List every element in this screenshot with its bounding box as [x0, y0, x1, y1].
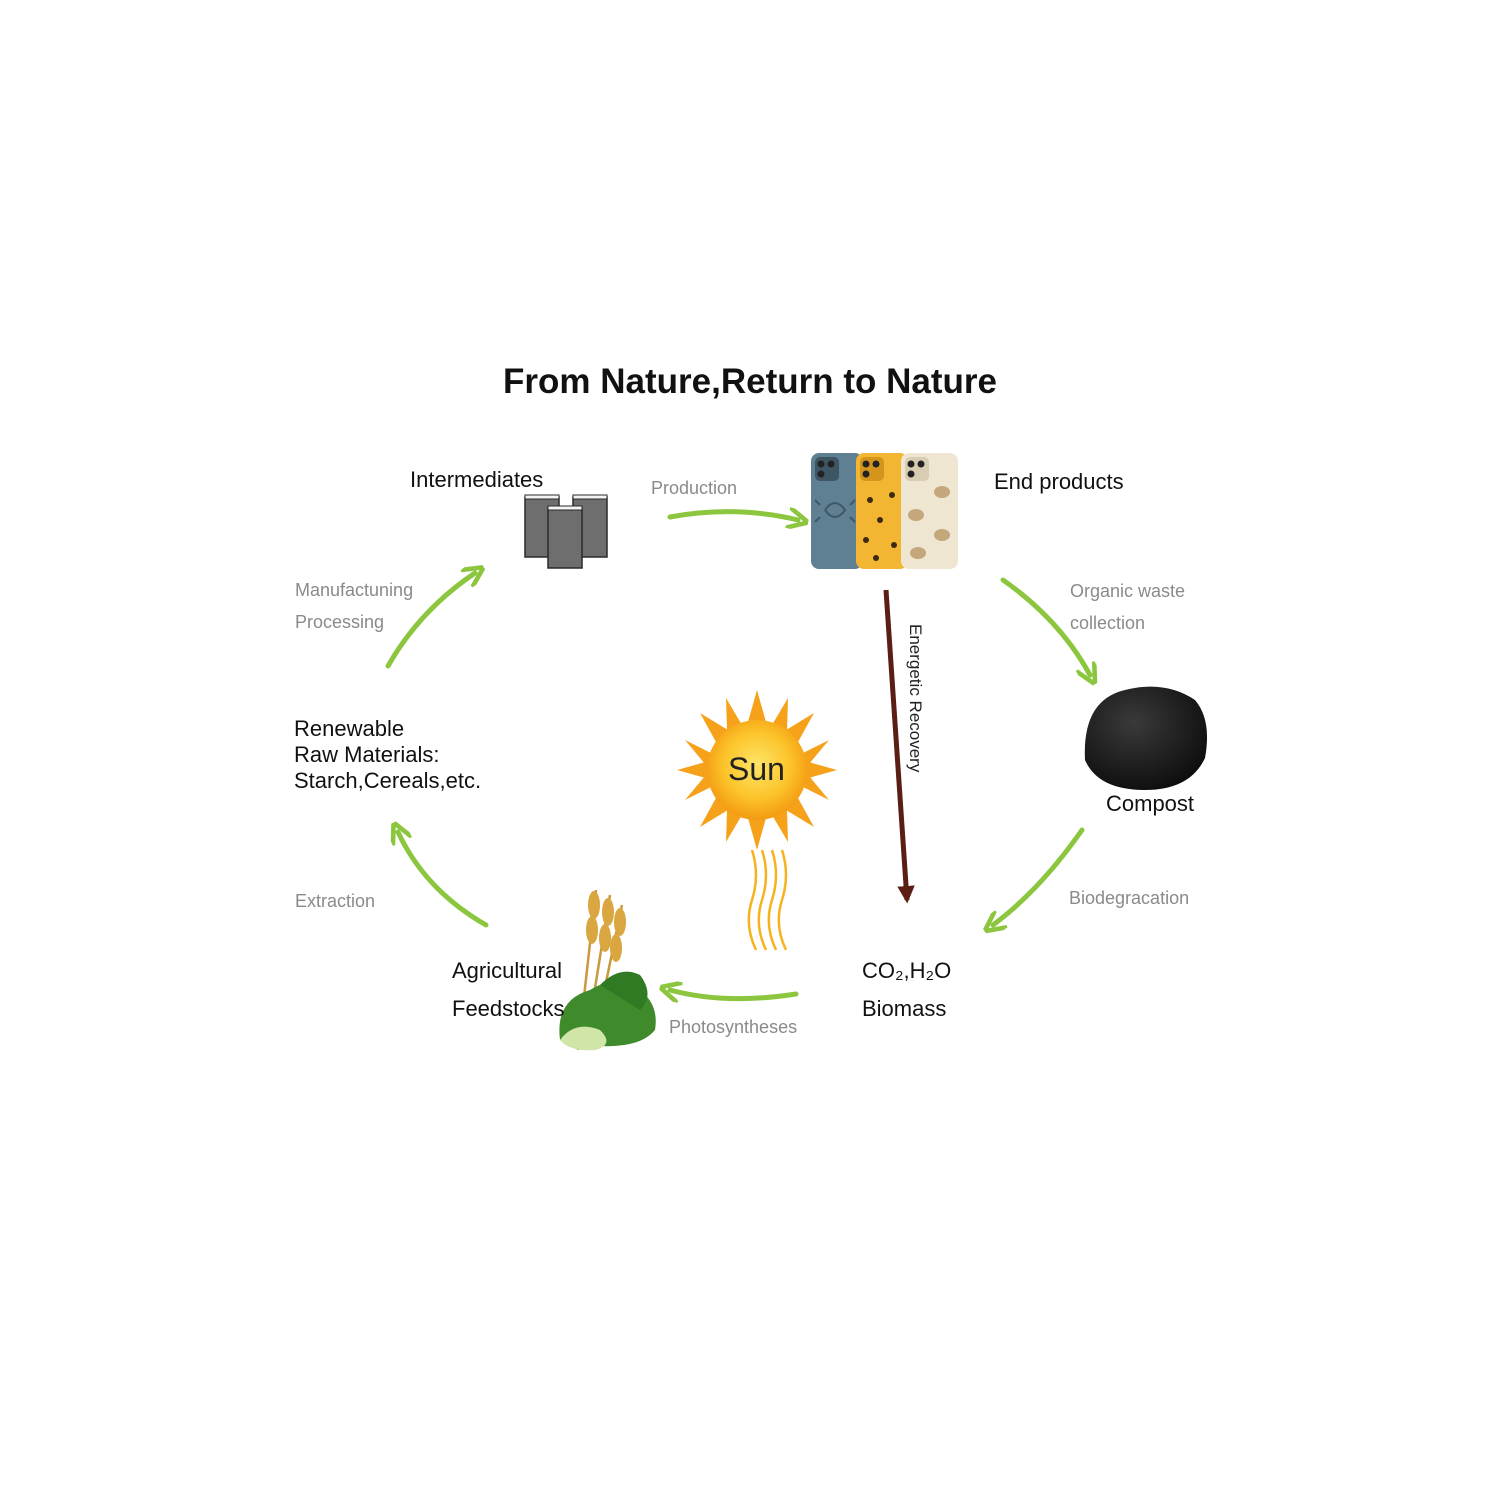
intermediates-icon: [524, 494, 608, 569]
intermediates-label: Intermediates: [410, 467, 544, 492]
collection-line: collection: [1070, 613, 1146, 633]
biodegradation-label: Biodegracation: [1069, 888, 1190, 908]
feedstocks-line: Feedstocks: [452, 996, 565, 1021]
arrow-manufacturing: [385, 573, 475, 669]
extraction-label: Extraction: [295, 891, 376, 911]
compost-icon: [1084, 686, 1208, 790]
phone-cases-icon: [811, 453, 958, 569]
raw-materials-line: Raw Materials:: [294, 742, 440, 767]
renewable-raw-materials-label: Renewable Raw Materials: Starch,Cereals,…: [294, 716, 481, 794]
crops-icon: [559, 889, 656, 1051]
organic-waste-label: Organic waste collection: [1070, 575, 1185, 639]
arrow-photosynthesis: [670, 990, 799, 999]
biomass-line: Biomass: [862, 996, 947, 1021]
sun-label: Sun: [728, 751, 785, 787]
manufacturing-line: Manufactuning: [295, 580, 414, 600]
diagram-title: From Nature,Return to Nature: [503, 362, 997, 401]
starch-cereals-line: Starch,Cereals,etc.: [294, 768, 482, 793]
photosynthesis-label: Photosyntheses: [669, 1017, 798, 1037]
processing-line: Processing: [295, 612, 385, 632]
compost-label: Compost: [1106, 791, 1195, 816]
production-label: Production: [651, 478, 738, 498]
renewable-line: Renewable: [294, 716, 405, 741]
arrow-organic-waste: [1000, 577, 1090, 675]
arrow-biodegradation: [993, 827, 1085, 925]
co2-line: CO₂,H₂O: [862, 958, 952, 983]
organic-waste-line: Organic waste: [1070, 581, 1186, 601]
agricultural-line: Agricultural: [452, 958, 563, 983]
co2-biomass-label: CO₂,H₂O Biomass: [862, 952, 951, 1028]
arrow-production: [667, 512, 798, 520]
end-products-label: End products: [994, 469, 1124, 494]
sun-rays-icon: [747, 849, 788, 951]
sun-icon: [677, 690, 837, 850]
arrow-extraction: [398, 832, 489, 928]
agricultural-feedstocks-label: Agricultural Feedstocks: [452, 952, 565, 1028]
arrow-energetic-recovery: [883, 589, 915, 904]
manufacturing-label: Manufactuning Processing: [295, 574, 413, 638]
energetic-recovery-label: Energetic Recovery: [906, 624, 925, 773]
